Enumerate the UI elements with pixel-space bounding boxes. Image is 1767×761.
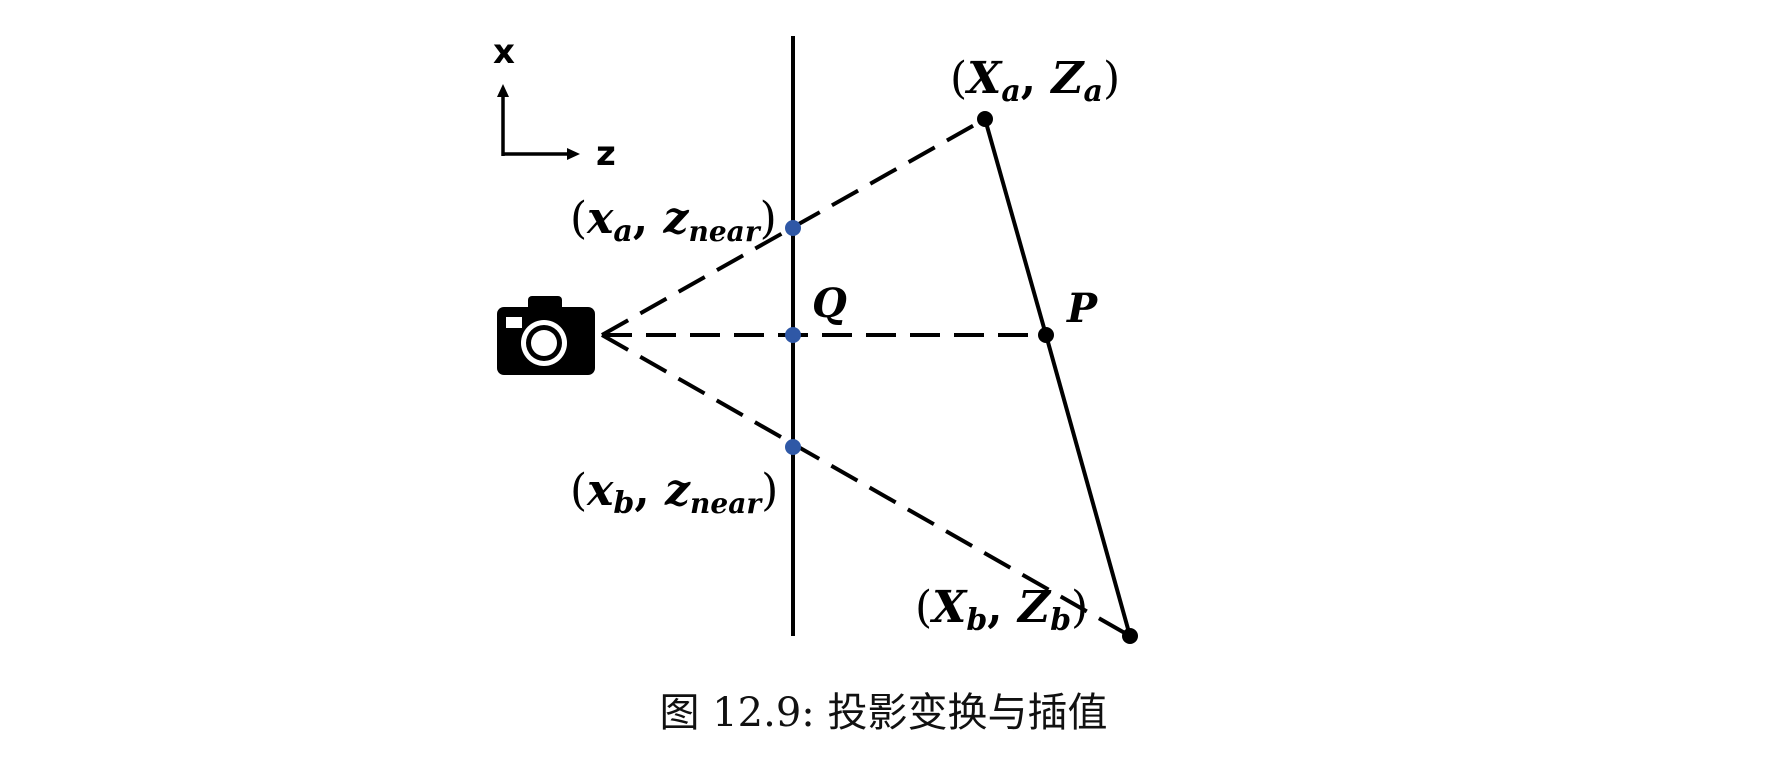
caption-text: 投影变换与插值	[827, 690, 1108, 736]
point-b	[1122, 628, 1138, 644]
world-segment	[983, 118, 1132, 637]
camera-icon	[497, 296, 595, 375]
projection-diagram: x z (Xa, Za) (xa, znear) Q P	[493, 32, 1138, 644]
label-projected-a: (xa, znear)	[570, 193, 777, 249]
axis-indicator: x z	[493, 32, 616, 174]
figure-caption: 图 12.9: 投影变换与插值	[0, 680, 1767, 738]
projection-rays	[601, 117, 1131, 638]
projected-point-a	[785, 220, 801, 236]
label-p: P	[1066, 285, 1099, 332]
point-p	[1038, 327, 1054, 343]
ray-to-b	[601, 333, 1131, 638]
projected-point-q	[785, 327, 801, 343]
x-axis-label: x	[493, 32, 515, 72]
projected-point-b	[785, 439, 801, 455]
label-world-a: (Xa, Za)	[950, 53, 1120, 109]
caption-prefix: 图	[659, 690, 700, 736]
label-world-b: (Xb, Zb)	[915, 582, 1088, 638]
label-q: Q	[812, 280, 847, 327]
label-projected-b: (xb, znear)	[570, 465, 778, 521]
ray-to-a	[601, 117, 986, 337]
point-a	[977, 111, 993, 127]
z-axis-label: z	[596, 134, 616, 174]
caption-number: 12.9:	[712, 690, 815, 736]
